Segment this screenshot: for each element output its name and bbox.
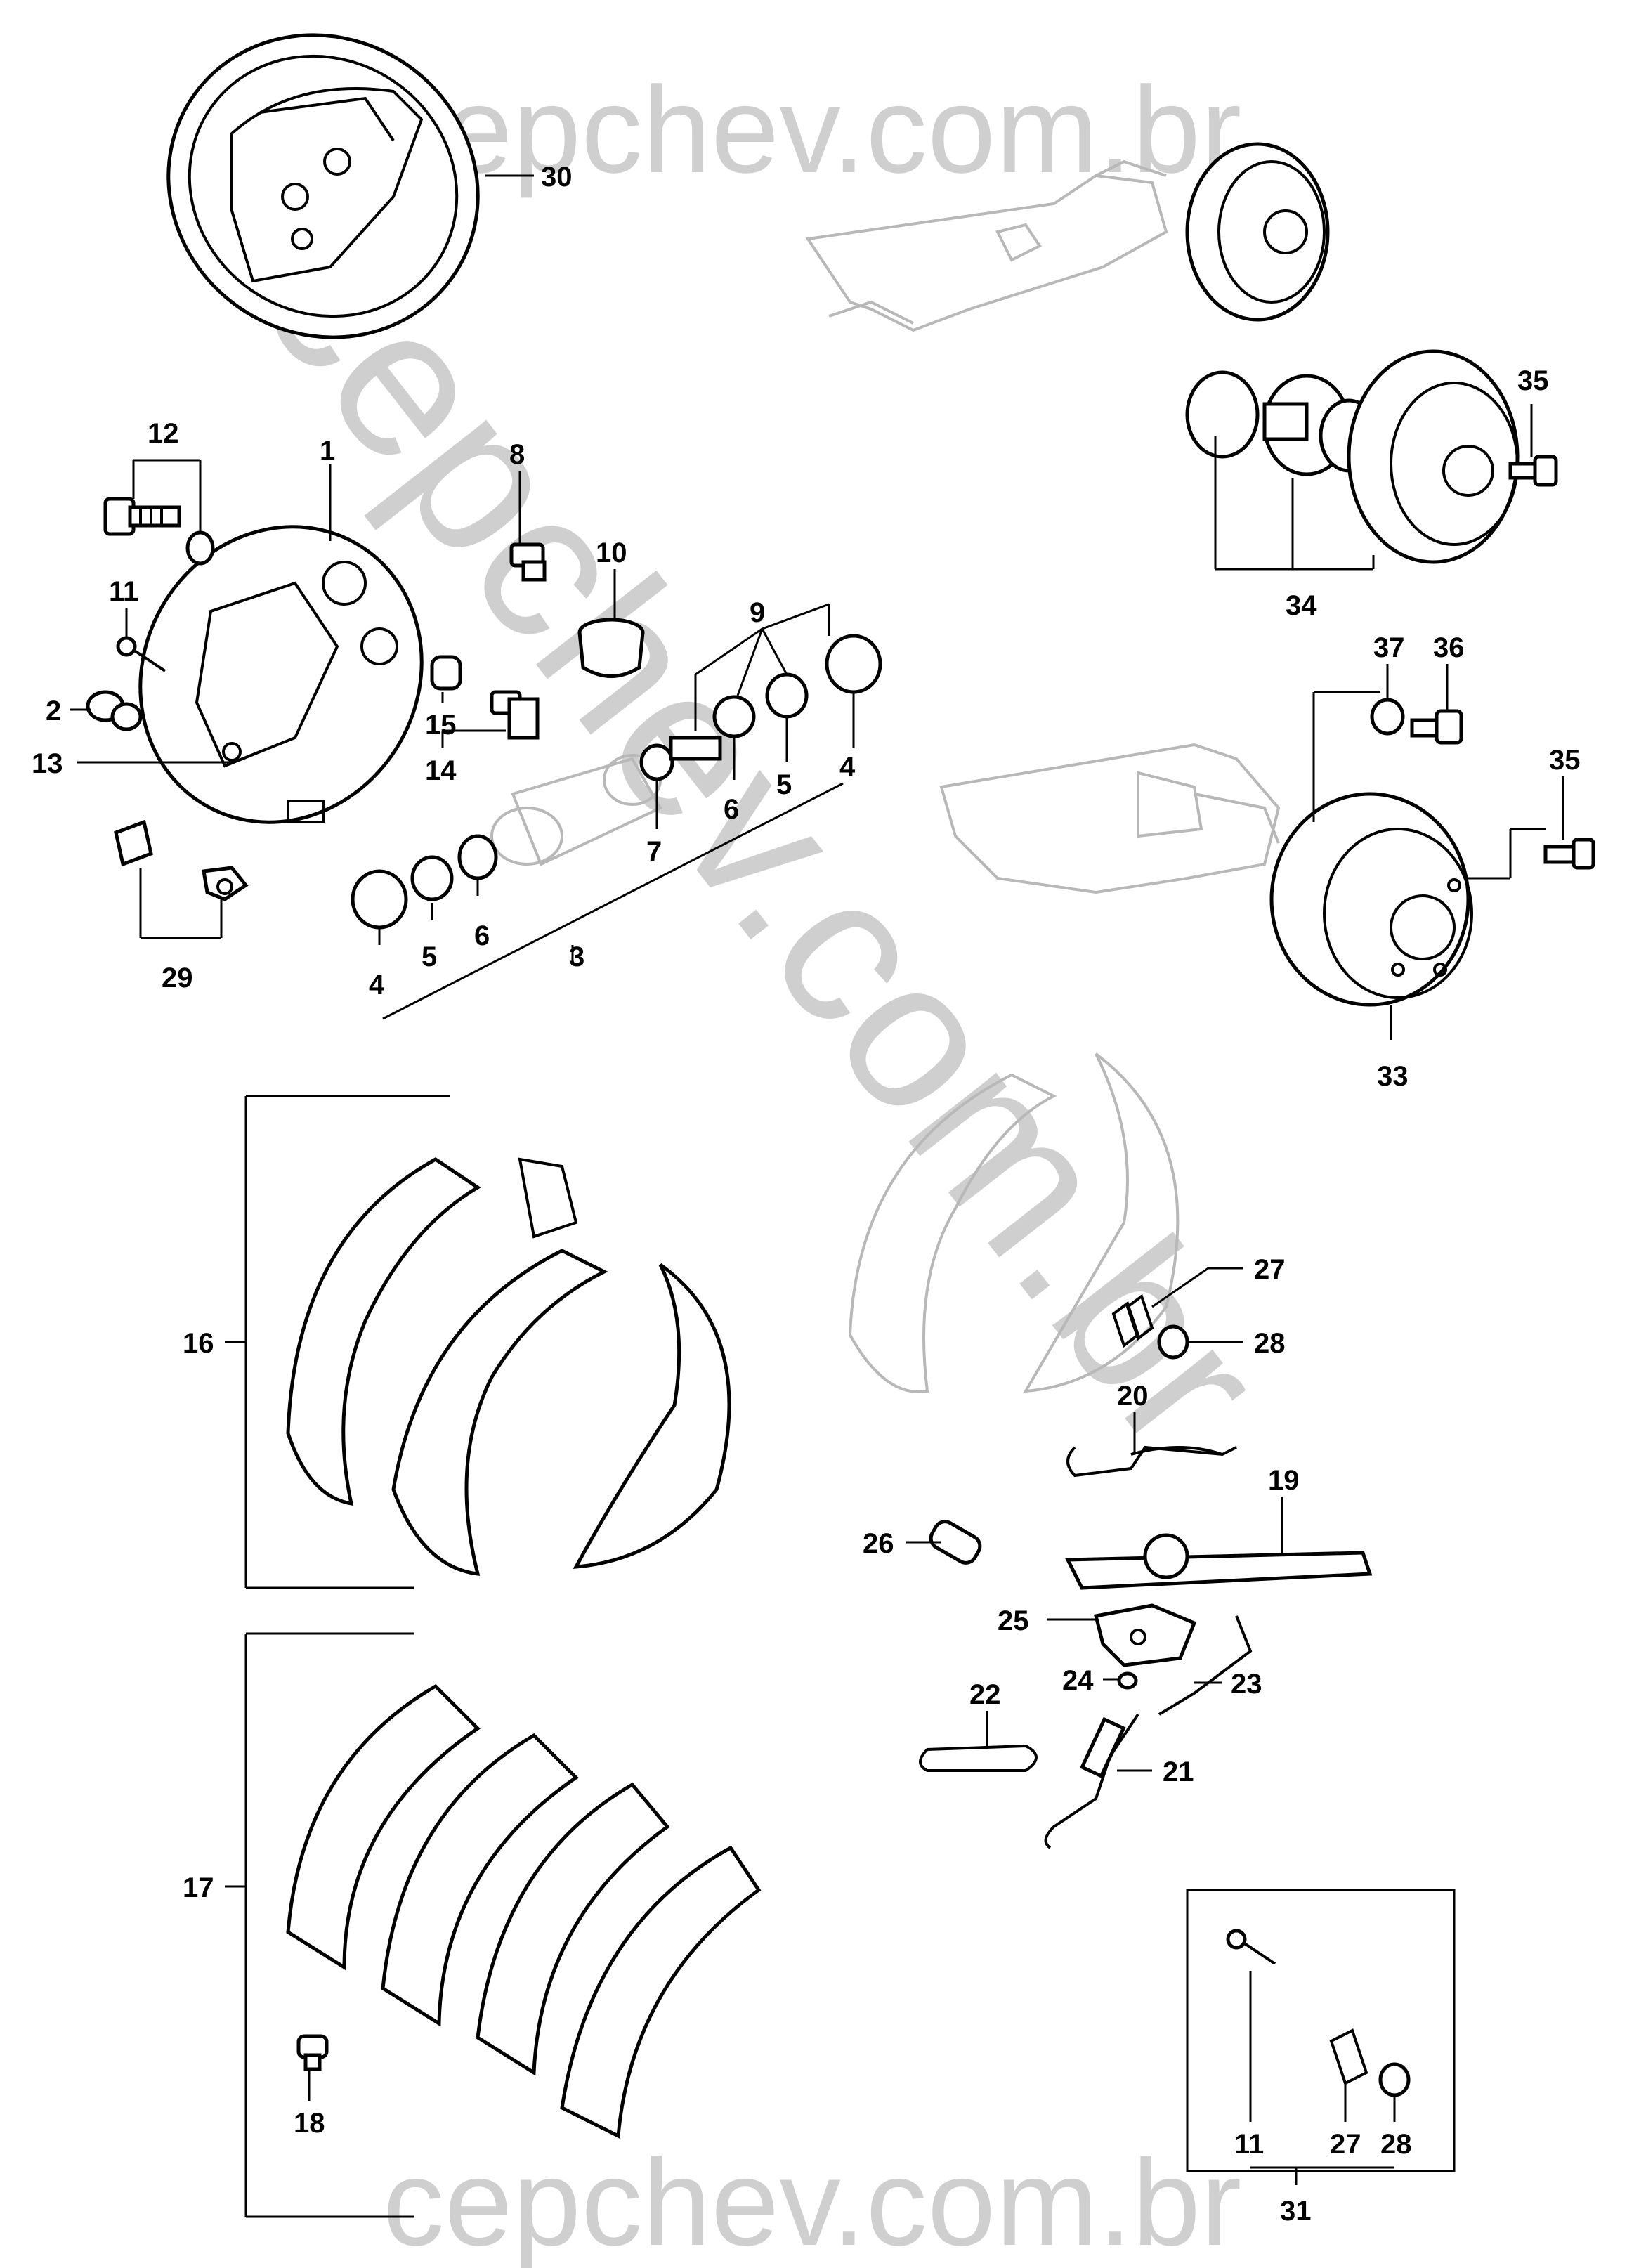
bolt-35-upper [1508,455,1558,487]
callout-3: 3 [569,941,584,972]
callout-18: 18 [294,2108,325,2139]
axle-beam-ghost-upper [805,159,1168,332]
bolt-12 [103,497,215,566]
callout-13: 13 [32,748,63,779]
brake-linings-17 [286,1683,762,2139]
rivet-18 [296,2034,329,2071]
washer-37 [1370,698,1405,736]
callout-23: 23 [1231,1669,1262,1700]
callout-22: 22 [969,1679,1001,1710]
callout-36: 36 [1433,632,1465,663]
callout-20: 20 [1117,1381,1149,1412]
callout-28a: 28 [1254,1328,1286,1359]
callout-24: 24 [1062,1665,1094,1696]
callout-14: 14 [425,755,457,786]
callout-28b: 28 [1380,2129,1412,2160]
spring-27 [1111,1293,1154,1348]
spring-22 [919,1744,1038,1772]
callout-34: 34 [1286,590,1317,621]
callout-35b: 35 [1549,745,1581,776]
watermark-bottom: cepchev.com.br [383,2135,1241,2268]
callout-17: 17 [183,1872,214,1903]
kit-box-31 [1186,1889,1456,2172]
callout-6a: 6 [474,920,490,951]
callout-8: 8 [509,439,525,470]
spring-20 [1066,1445,1237,1478]
callout-37: 37 [1373,632,1405,663]
bolt-35-lower [1543,838,1595,870]
callout-9: 9 [750,597,765,628]
cup-28 [1157,1324,1189,1360]
callout-11a: 11 [109,576,138,607]
callout-12: 12 [148,418,179,449]
pin-26 [929,1520,982,1565]
callout-31: 31 [1280,2196,1312,2227]
callout-11b: 11 [1234,2129,1264,2160]
part-15 [430,655,462,691]
callout-6b: 6 [724,794,739,825]
cap-10 [577,618,645,678]
callout-29: 29 [162,963,193,993]
callout-4b: 4 [839,752,856,783]
brake-shoes-ghost [848,1052,1180,1393]
wheel-cylinder-3 [490,754,662,866]
callout-27a: 27 [1254,1254,1286,1285]
callout-26: 26 [863,1528,894,1559]
bolt-36 [1410,709,1463,745]
leader-lines [70,404,1564,2218]
callout-15: 15 [425,710,457,741]
callout-25: 25 [998,1605,1029,1636]
callout-21: 21 [1163,1757,1194,1787]
callout-27b: 27 [1330,2129,1361,2160]
callout-33: 33 [1377,1061,1409,1092]
link-23 [1158,1615,1253,1716]
hub-34 [1185,370,1379,476]
clip-29 [114,819,249,901]
callout-16: 16 [183,1328,214,1359]
bleeder-8 [509,542,547,582]
bleeder-screw-14 [490,690,540,740]
washer-24 [1117,1671,1138,1690]
callout-7: 7 [646,836,662,867]
adjuster-19 [1065,1533,1373,1590]
brake-shoes-16 [286,1157,731,1576]
callout-4a: 4 [369,970,385,1001]
drum-33 [1269,792,1473,1007]
callout-2: 2 [46,696,61,726]
callout-19: 19 [1268,1465,1300,1496]
callout-5b: 5 [776,769,792,800]
cylinder-parts-right [639,634,882,781]
brake-assembly-30 [166,33,480,339]
drum-34 [1347,349,1520,564]
callout-35a: 35 [1517,365,1549,396]
callout-30: 30 [541,162,573,193]
cylinder-parts-left [351,834,498,930]
plug-2 [86,690,143,731]
drum-upper-ghosted [1185,142,1330,322]
spring-21 [1044,1713,1139,1849]
lever-25 [1093,1603,1197,1667]
callout-5a: 5 [422,941,437,972]
backing-plate-1 [138,525,424,824]
axle-beam-ghost-lower [939,743,1281,894]
callout-10: 10 [596,537,627,568]
callout-labels: 30 12 1 8 10 11 9 2 15 13 14 4 5 6 7 6 3… [32,162,1581,2227]
callout-1: 1 [320,436,335,467]
